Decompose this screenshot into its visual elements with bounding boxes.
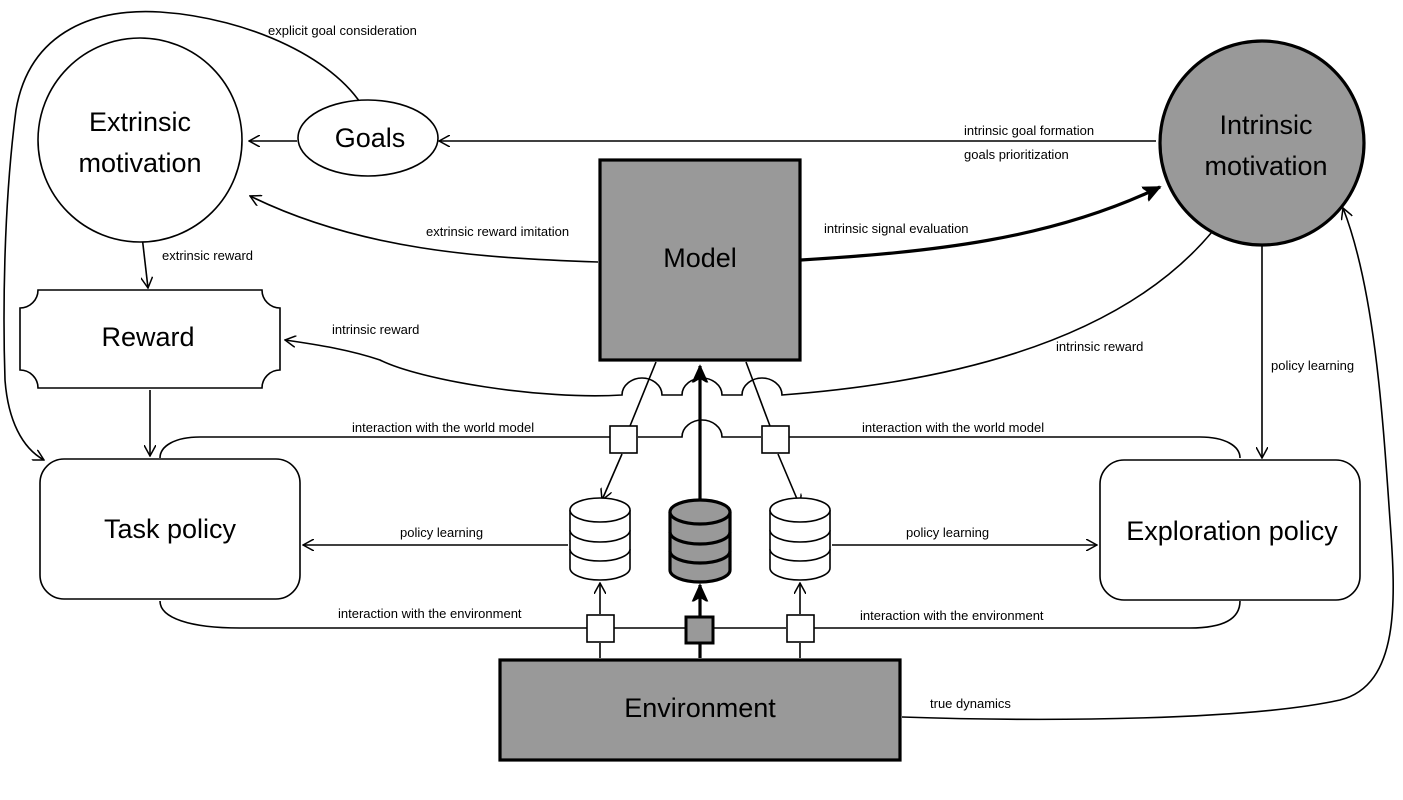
label-world-model-right: interaction with the world model [862, 420, 1044, 435]
exploration-policy-node[interactable]: Exploration policy [1099, 459, 1361, 601]
edge-model-to-right-port [745, 361, 771, 427]
edge-true-dynamics [901, 208, 1394, 721]
intrinsic-motivation-line1: Intrinsic [1219, 110, 1312, 140]
environment-port-left[interactable] [586, 614, 615, 643]
left-database-icon[interactable] [569, 497, 631, 581]
model-node[interactable]: Model [598, 158, 802, 362]
label-goals-prioritization: goals prioritization [964, 147, 1069, 162]
environment-port-middle[interactable] [684, 615, 715, 645]
exploration-policy-label: Exploration policy [1126, 516, 1338, 546]
edge-world-model-bridge [638, 419, 761, 438]
reward-label: Reward [101, 322, 194, 352]
label-world-model-left: interaction with the world model [352, 420, 534, 435]
edge-world-model-right [789, 436, 1241, 459]
task-policy-label: Task policy [104, 514, 237, 544]
environment-label: Environment [624, 693, 776, 723]
intrinsic-motivation-node[interactable]: Intrinsic motivation [1158, 39, 1366, 247]
model-label: Model [663, 243, 737, 273]
extrinsic-motivation-line2: motivation [78, 148, 201, 178]
label-environment-right: interaction with the environment [860, 608, 1044, 623]
intrinsic-motivation-line2: motivation [1204, 151, 1327, 181]
extrinsic-motivation-line1: Extrinsic [89, 107, 191, 137]
model-database-icon[interactable] [668, 498, 732, 584]
label-explicit-goal-consideration: explicit goal consideration [268, 23, 417, 38]
label-environment-left: interaction with the environment [338, 606, 522, 621]
edge-intrinsic-signal-evaluation [800, 185, 1160, 262]
label-intrinsic-goal-formation: intrinsic goal formation [964, 123, 1094, 138]
label-extrinsic-reward: extrinsic reward [162, 248, 253, 263]
label-intrinsic-reward-left: intrinsic reward [332, 322, 419, 337]
right-database-icon[interactable] [769, 497, 831, 581]
environment-node[interactable]: Environment [498, 658, 902, 762]
environment-port-right[interactable] [786, 614, 815, 643]
world-model-port-left[interactable] [609, 425, 638, 454]
label-true-dynamics: true dynamics [930, 696, 1011, 711]
label-policy-learning-left: policy learning [400, 525, 483, 540]
edge-explicit-goal-consideration [3, 10, 368, 460]
edge-model-to-left-port [629, 361, 657, 427]
edge-environment-right [814, 600, 1241, 629]
goals-label: Goals [335, 123, 406, 153]
task-policy-node[interactable]: Task policy [39, 458, 301, 600]
goals-node[interactable]: Goals [297, 99, 439, 177]
edge-extrinsic-reward [142, 235, 148, 288]
edge-left-port-to-db [602, 453, 623, 500]
label-policy-learning-middle-right: policy learning [906, 525, 989, 540]
edge-environment-left [159, 600, 587, 629]
edge-extrinsic-reward-imitation [250, 196, 599, 263]
label-intrinsic-reward-right: intrinsic reward [1056, 339, 1143, 354]
extrinsic-motivation-node[interactable]: Extrinsic motivation [37, 37, 243, 243]
label-policy-learning-vertical: policy learning [1271, 358, 1354, 373]
label-extrinsic-reward-imitation: extrinsic reward imitation [426, 224, 569, 239]
label-intrinsic-signal-evaluation: intrinsic signal evaluation [824, 221, 969, 236]
edge-world-model-left [159, 436, 610, 459]
world-model-port-right[interactable] [761, 425, 790, 454]
reward-node[interactable]: Reward [19, 289, 281, 389]
